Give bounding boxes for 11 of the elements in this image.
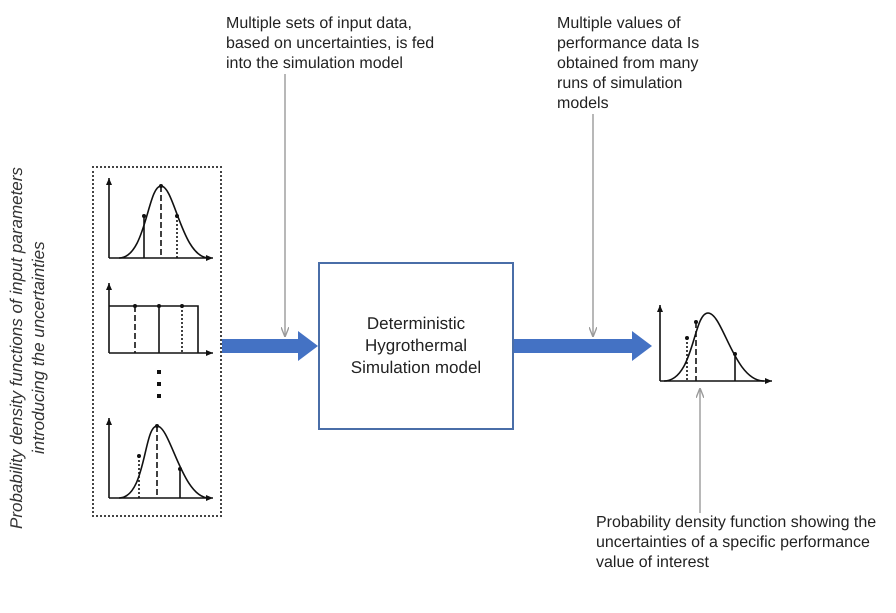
annotation-text: Multiple sets of input data, based on uncertainties, is fed into the simulation model bbox=[226, 14, 436, 74]
leader-line bbox=[280, 74, 290, 338]
annotation-text: Multiple values of performance data Is obtained from many runs of simulation models bbox=[557, 14, 700, 114]
rotated-axis-label: Probability density functions of input parameters introducing the uncertainties bbox=[6, 166, 49, 531]
leader-line bbox=[695, 387, 705, 513]
leader-line bbox=[588, 114, 598, 338]
block-arrow bbox=[222, 331, 318, 361]
process-box bbox=[318, 262, 514, 430]
block-arrow bbox=[514, 331, 652, 361]
annotation-text: Probability density function showing the uncertainties of a specific performance value of interest bbox=[596, 513, 878, 573]
box-label: Deterministic Hygrothermal Simulation model bbox=[350, 313, 482, 379]
